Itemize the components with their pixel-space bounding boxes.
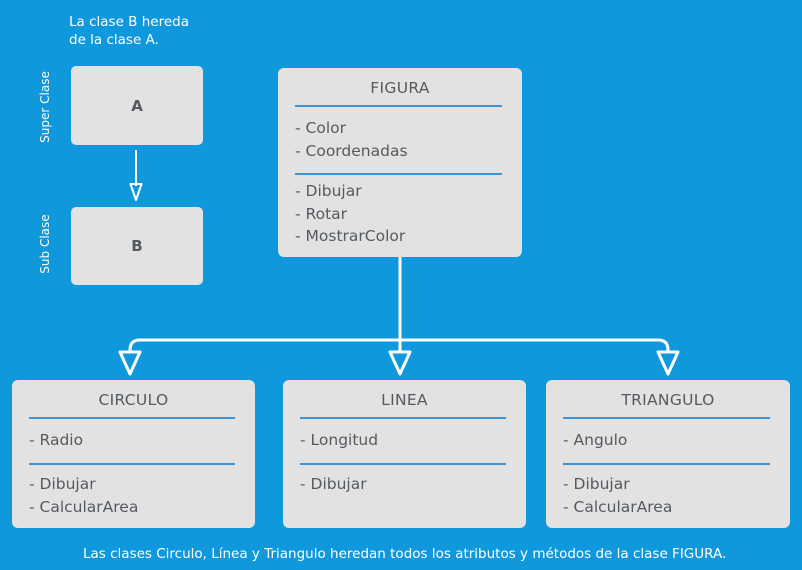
super-class-label: Super Clase: [38, 71, 52, 143]
figura-title: FIGURA: [370, 79, 430, 97]
linea-attribute: - Longitud: [300, 431, 379, 449]
figura-method: - MostrarColor: [295, 227, 406, 245]
triangulo-method: - Dibujar: [563, 475, 630, 493]
circulo-method: - CalcularArea: [29, 497, 139, 516]
inheritance-branch-line: [128, 338, 670, 352]
linea-title: LINEA: [381, 391, 428, 409]
figura-attributes: - Color - Coordenadas: [295, 117, 408, 162]
figura-method: - Dibujar: [295, 182, 362, 200]
circulo-arrowhead: [118, 350, 142, 376]
class-a-box: A: [71, 66, 203, 145]
circulo-title: CIRCULO: [98, 391, 169, 409]
triangulo-class-box: TRIANGULO - Angulo - Dibujar - CalcularA…: [546, 380, 790, 528]
triangulo-title: TRIANGULO: [621, 391, 715, 409]
triangulo-separator-1: [563, 417, 770, 419]
note-top: La clase B hereda de la clase A.: [69, 13, 229, 49]
linea-separator-2: [300, 463, 506, 465]
class-a-label: A: [131, 96, 143, 115]
figura-method: - Rotar: [295, 204, 348, 223]
class-b-box: B: [71, 207, 203, 285]
linea-method: - Dibujar: [300, 475, 367, 493]
triangulo-separator-2: [563, 463, 770, 465]
linea-separator-1: [300, 417, 506, 419]
figura-methods: - Dibujar - Rotar - MostrarColor: [295, 180, 405, 248]
sub-class-label: Sub Clase: [38, 214, 52, 274]
linea-class-box: LINEA - Longitud - Dibujar: [283, 380, 526, 528]
linea-methods: - Dibujar: [300, 473, 367, 496]
circulo-methods: - Dibujar - CalcularArea: [29, 473, 138, 518]
figura-attribute: - Color: [295, 119, 346, 137]
figura-class-box: FIGURA - Color - Coordenadas - Dibujar -…: [278, 68, 522, 257]
linea-attributes: - Longitud: [300, 429, 378, 452]
a-to-b-arrowhead: [129, 183, 143, 201]
circulo-separator-2: [29, 463, 235, 465]
figura-separator-1: [295, 105, 502, 107]
triangulo-arrowhead: [656, 350, 680, 376]
circulo-method: - Dibujar: [29, 475, 96, 493]
circulo-attributes: - Radio: [29, 429, 83, 452]
triangulo-attribute: - Angulo: [563, 431, 628, 449]
circulo-class-box: CIRCULO - Radio - Dibujar - CalcularArea: [12, 380, 255, 528]
note-top-line-2: de la clase A.: [69, 32, 159, 48]
note-bottom: Las clases Circulo, Línea y Triangulo he…: [83, 546, 727, 562]
triangulo-method: - CalcularArea: [563, 497, 673, 516]
circulo-attribute: - Radio: [29, 431, 84, 449]
triangulo-attributes: - Angulo: [563, 429, 627, 452]
circulo-separator-1: [29, 417, 235, 419]
class-b-label: B: [131, 237, 143, 255]
linea-arrowhead: [388, 350, 412, 376]
figura-separator-2: [295, 173, 502, 175]
triangulo-methods: - Dibujar - CalcularArea: [563, 473, 672, 518]
figura-attribute: - Coordenadas: [295, 141, 408, 160]
note-top-line-1: La clase B hereda: [69, 14, 189, 30]
